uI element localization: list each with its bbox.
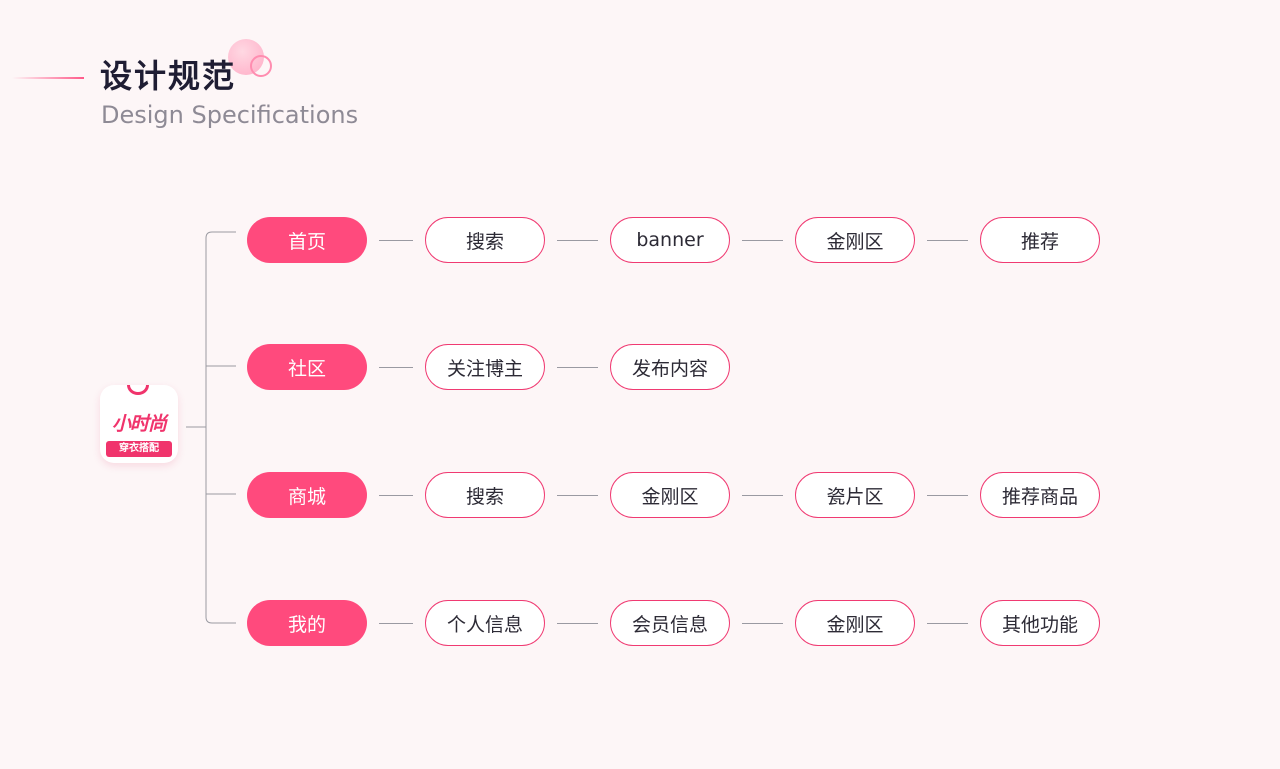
app-logo-name: 小时尚 <box>111 413 167 435</box>
title-accent-line <box>12 77 84 79</box>
feature-node: 关注博主 <box>425 344 545 390</box>
shopping-bag-handle-icon <box>127 385 149 395</box>
feature-node: banner <box>610 217 730 263</box>
feature-node: 发布内容 <box>610 344 730 390</box>
node-connector-line <box>379 495 413 496</box>
feature-node: 瓷片区 <box>795 472 915 518</box>
page-title: 设计规范 <box>100 57 237 95</box>
feature-node: 搜索 <box>425 217 545 263</box>
feature-node: 个人信息 <box>425 600 545 646</box>
node-connector-line <box>557 623 598 624</box>
node-connector-line <box>927 240 968 241</box>
page-subtitle: Design Specifications <box>101 101 359 129</box>
node-connector-line <box>742 623 783 624</box>
app-logo-tagline: 穿衣搭配 <box>106 441 172 457</box>
feature-node: 其他功能 <box>980 600 1100 646</box>
feature-node: 金刚区 <box>795 600 915 646</box>
node-connector-line <box>557 367 598 368</box>
app-logo: 小时尚 穿衣搭配 <box>100 385 178 463</box>
category-node: 商城 <box>247 472 367 518</box>
feature-node: 推荐商品 <box>980 472 1100 518</box>
node-connector-line <box>379 367 413 368</box>
node-connector-line <box>927 495 968 496</box>
tree-bracket-line <box>205 231 236 624</box>
feature-node: 搜索 <box>425 472 545 518</box>
category-node: 首页 <box>247 217 367 263</box>
decorative-ring <box>250 55 272 77</box>
feature-node: 推荐 <box>980 217 1100 263</box>
feature-node: 金刚区 <box>610 472 730 518</box>
node-connector-line <box>379 623 413 624</box>
node-connector-line <box>927 623 968 624</box>
node-connector-line <box>379 240 413 241</box>
feature-node: 金刚区 <box>795 217 915 263</box>
node-connector-line <box>557 495 598 496</box>
node-connector-line <box>742 495 783 496</box>
node-connector-line <box>742 240 783 241</box>
category-node: 我的 <box>247 600 367 646</box>
node-connector-line <box>557 240 598 241</box>
category-node: 社区 <box>247 344 367 390</box>
feature-node: 会员信息 <box>610 600 730 646</box>
